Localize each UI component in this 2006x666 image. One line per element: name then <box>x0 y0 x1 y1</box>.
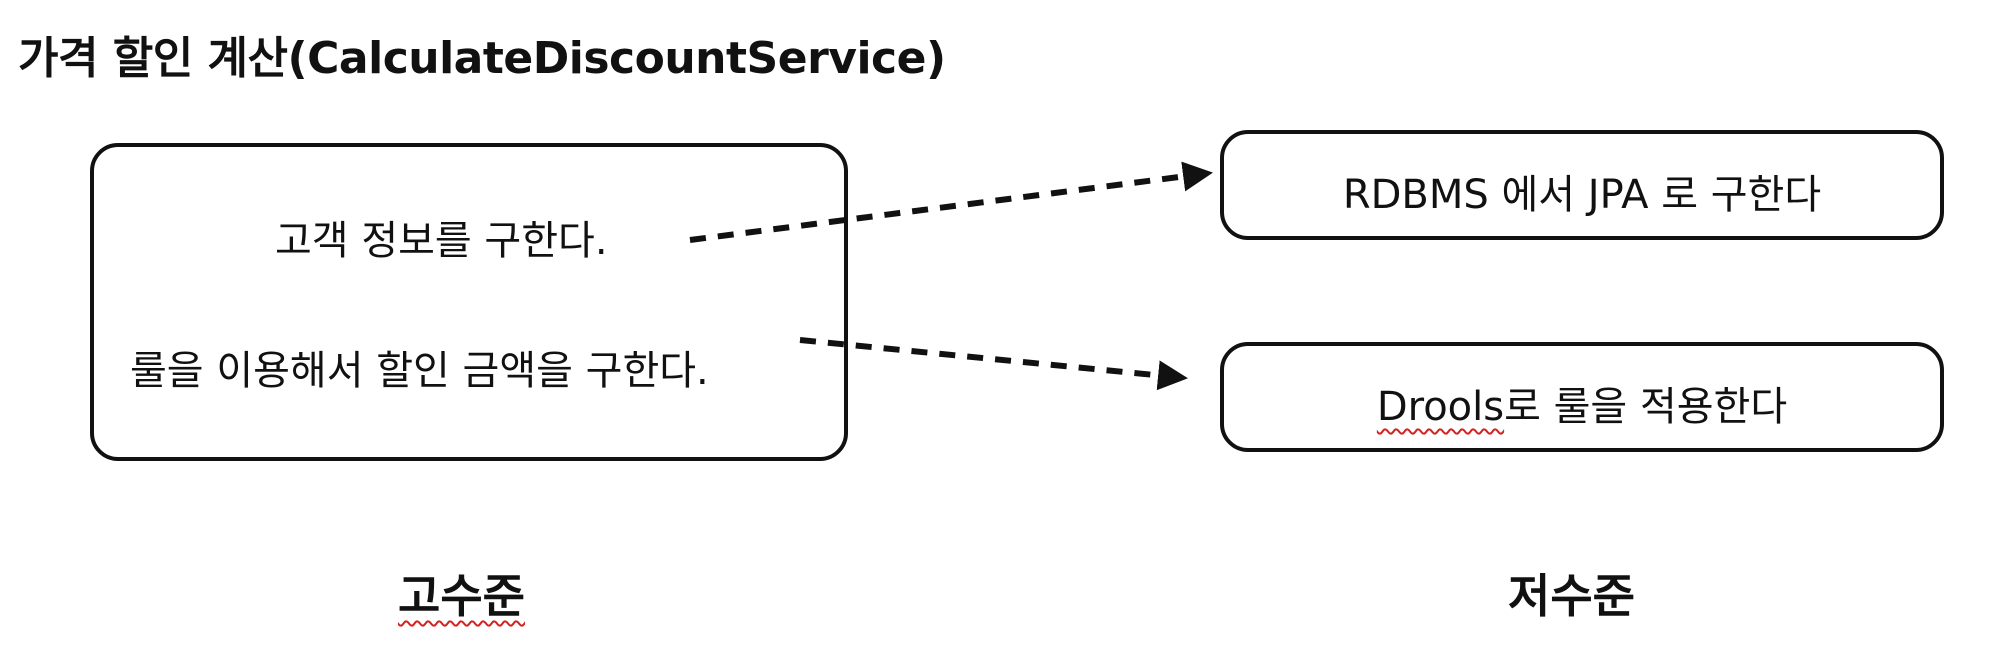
high-level-label: 고수준 <box>398 560 525 626</box>
low-level-text-drools: 로 룰을 적용한다 <box>1504 384 1788 430</box>
drools-keyword: Drools <box>1376 384 1505 430</box>
step-calculate-discount: 룰을 이용해서 할인 금액을 구한다. <box>130 348 709 394</box>
step-get-customer-info: 고객 정보를 구한다. <box>275 218 608 264</box>
low-level-label: 저수준 <box>1508 569 1635 623</box>
low-level-label-rdbms: RDBMS 에서 JPA 로 구한다 <box>1224 162 1940 220</box>
high-level-box <box>90 143 848 461</box>
high-level-text: 고수준 <box>398 569 525 623</box>
low-level-text-rdbms: RDBMS 에서 JPA 로 구한다 <box>1342 172 1822 218</box>
low-level-label-drools: Drools로 룰을 적용한다 <box>1224 374 1940 432</box>
low-level-box-rdbms: RDBMS 에서 JPA 로 구한다 <box>1220 130 1944 240</box>
arrow-discount-to-drools <box>799 337 1188 391</box>
low-level-box-drools: Drools로 룰을 적용한다 <box>1220 342 1944 452</box>
diagram-title: 가격 할인 계산(CalculateDiscountService) <box>18 33 946 84</box>
